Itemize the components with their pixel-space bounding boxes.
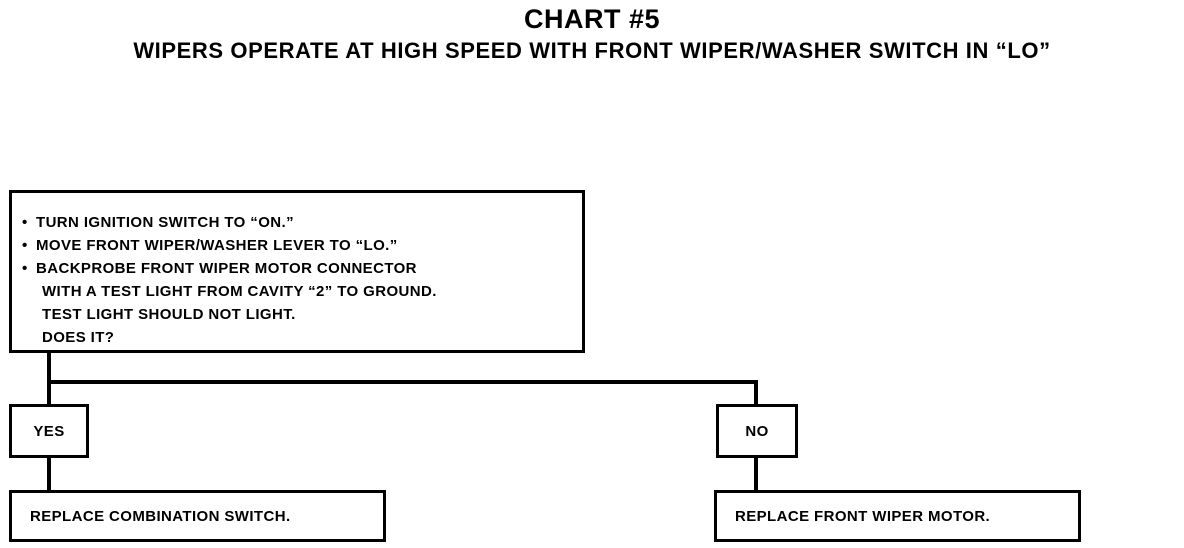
chart-subtitle: WIPERS OPERATE AT HIGH SPEED WITH FRONT …	[133, 38, 1051, 63]
yes-branch-box: YES	[9, 404, 89, 458]
chart-title: CHART #5	[523, 4, 661, 34]
test-step-line: WITH A TEST LIGHT FROM CAVITY “2” TO GRO…	[42, 283, 437, 300]
test-step-box: •TURN IGNITION SWITCH TO “ON.” •MOVE FRO…	[9, 190, 585, 353]
no-result-box: REPLACE FRONT WIPER MOTOR.	[714, 490, 1081, 542]
bullet-icon: •	[22, 214, 28, 231]
test-step-line: •BACKPROBE FRONT WIPER MOTOR CONNECTOR	[22, 257, 582, 280]
bullet-icon: •	[22, 260, 28, 277]
no-label: NO	[745, 422, 769, 440]
test-question: DOES IT?	[42, 329, 115, 346]
test-step-line: •TURN IGNITION SWITCH TO “ON.”	[22, 211, 582, 234]
no-branch-box: NO	[716, 404, 798, 458]
bullet-icon: •	[22, 237, 28, 254]
yes-label: YES	[33, 422, 65, 440]
yes-result-text: REPLACE COMBINATION SWITCH.	[30, 507, 291, 525]
test-step-line: TEST LIGHT SHOULD NOT LIGHT.	[42, 306, 296, 323]
yes-result-box: REPLACE COMBINATION SWITCH.	[9, 490, 386, 542]
no-result-text: REPLACE FRONT WIPER MOTOR.	[735, 507, 991, 525]
test-step-line: •MOVE FRONT WIPER/WASHER LEVER TO “LO.”	[22, 234, 582, 257]
